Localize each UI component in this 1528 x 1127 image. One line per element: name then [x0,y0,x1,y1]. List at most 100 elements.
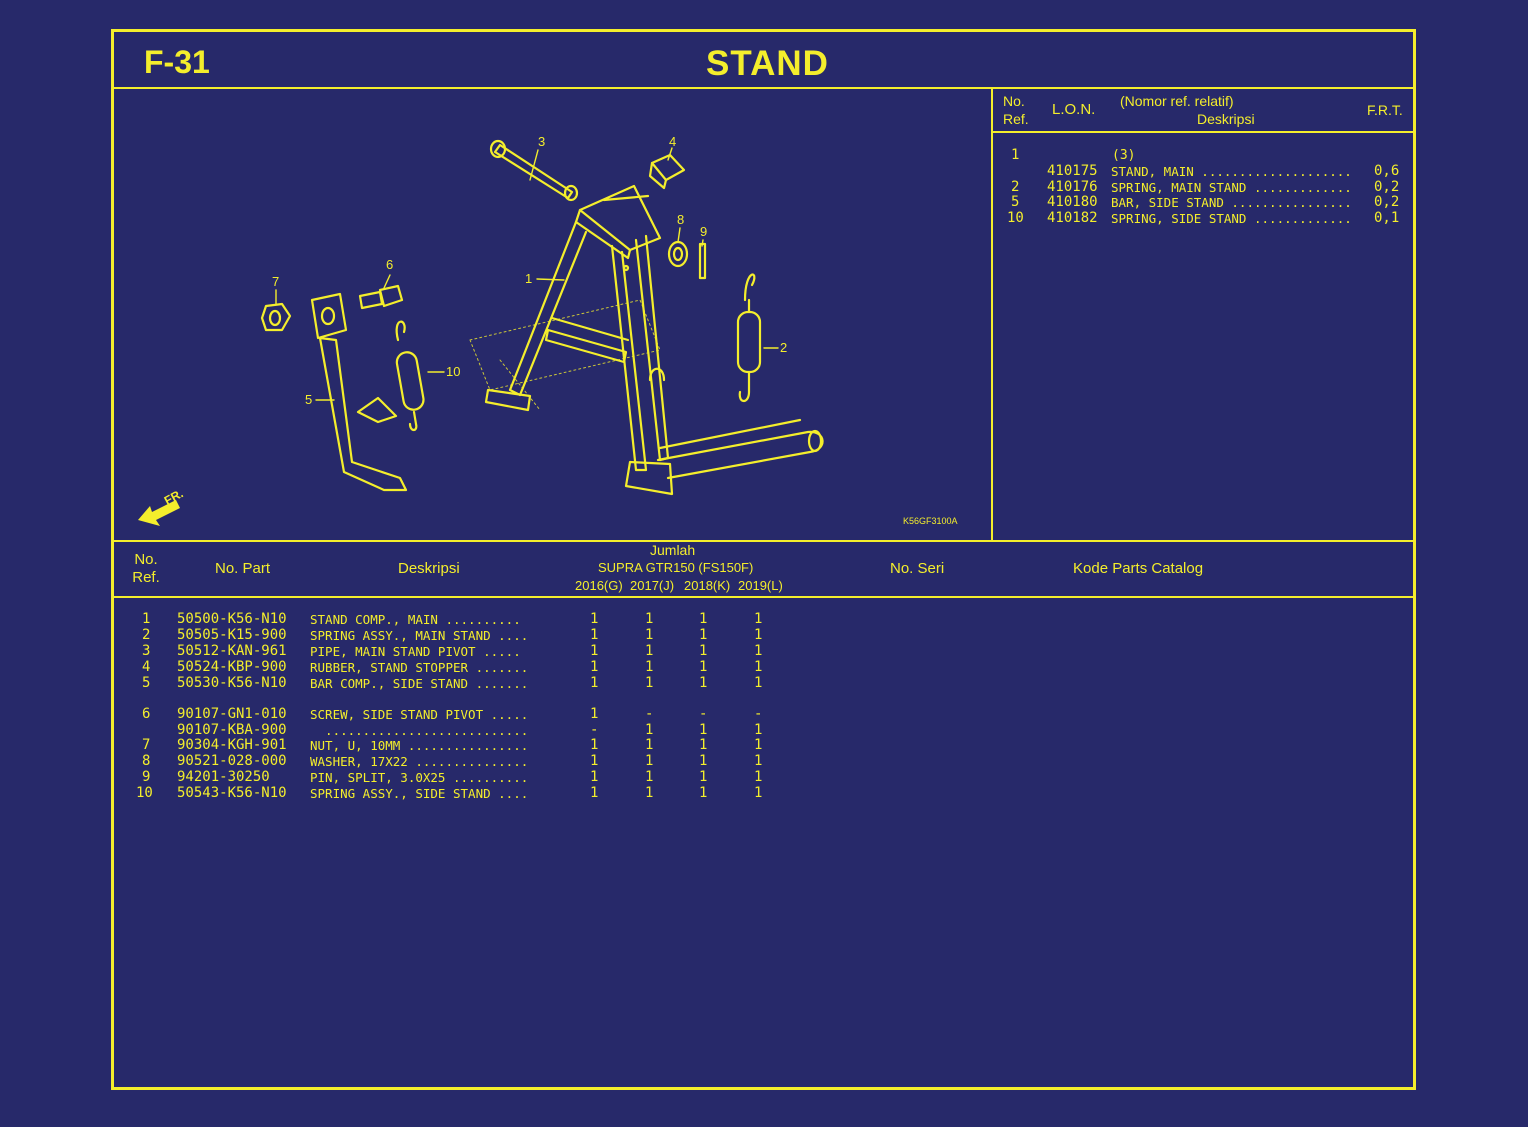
side-stand-drawing [310,292,408,492]
rubber-stopper-drawing [648,153,686,190]
lon-desc: STAND, MAIN .................... [1111,164,1352,179]
qty-2017: 1 [645,753,654,769]
part-ref: 1 [142,611,151,627]
part-desc: SPRING ASSY., MAIN STAND .... [310,628,529,643]
qty-2016: 1 [590,706,599,722]
lon-code: 410182 [1047,210,1098,226]
qty-2017: 1 [645,659,654,675]
qty-2018: - [699,706,708,722]
lon-frt: 0,6 [1374,163,1400,179]
callout-4: 4 [669,134,677,149]
parts-header-deskripsi: Deskripsi [398,560,460,577]
part-desc: PIPE, MAIN STAND PIVOT ..... [310,644,521,659]
qty-2018: 1 [699,611,708,627]
qty-2018: 1 [699,769,708,785]
qty-2017: 1 [645,643,654,659]
part-number: 50530-K56-N10 [177,675,287,691]
callout-10: 10 [446,364,461,379]
pivot-pipe-drawing [489,139,579,202]
part-number: 90521-028-000 [177,753,287,769]
parts-header-kode: Kode Parts Catalog [1073,560,1204,577]
parts-header-year: 2018(K) [684,578,731,593]
qty-2018: 1 [699,627,708,643]
qty-2019: 1 [754,785,763,801]
part-number: 50505-K15-900 [177,627,287,643]
qty-2018: 1 [699,785,708,801]
qty-2018: 1 [699,675,708,691]
diagram-divider [991,88,993,541]
part-desc: SCREW, SIDE STAND PIVOT ..... [310,707,529,722]
qty-2017: - [645,706,654,722]
qty-2019: 1 [754,769,763,785]
part-number: 50543-K56-N10 [177,785,287,801]
callout-9: 9 [700,224,708,239]
part-number: 90107-KBA-900 [177,722,287,738]
callout-2: 2 [780,340,788,355]
lon-ref: 5 [1011,194,1020,210]
lon-group-qty: (3) [1112,148,1136,163]
part-ref: 5 [142,675,151,691]
part-ref: 6 [142,706,151,722]
part-desc: PIN, SPLIT, 3.0X25 .......... [310,770,529,785]
lon-header-lon: L.O.N. [1052,101,1096,118]
parts-header-no-ref: No. Ref. [132,551,160,586]
lon-frt: 0,1 [1374,210,1400,226]
callout-1: 1 [525,271,533,286]
qty-2016: 1 [590,611,599,627]
qty-2019: 1 [754,627,763,643]
callout-7: 7 [272,274,280,289]
part-desc: WASHER, 17X22 ............... [310,754,529,769]
lon-code: 410175 [1047,163,1098,179]
qty-2019: 1 [754,659,763,675]
qty-2017: 1 [645,785,654,801]
part-ref: 10 [136,785,153,801]
qty-2018: 1 [699,659,708,675]
qty-2019: 1 [754,737,763,753]
part-desc: STAND COMP., MAIN .......... [310,612,521,627]
main-stand-drawing [484,184,824,496]
part-number: 90304-KGH-901 [177,737,287,753]
qty-2019: 1 [754,753,763,769]
lon-code: 410176 [1047,179,1098,195]
title-divider [113,87,1416,89]
qty-2019: 1 [754,722,763,738]
lon-header-deskripsi: Deskripsi [1197,111,1255,127]
part-desc: RUBBER, STAND STOPPER ....... [310,660,529,675]
main-spring-drawing [736,273,762,403]
qty-2017: 1 [645,611,654,627]
qty-2019: 1 [754,611,763,627]
figure-number: F-31 [144,44,210,80]
part-desc: BAR COMP., SIDE STAND ....... [310,676,529,691]
qty-2016: 1 [590,737,599,753]
part-ref: 7 [142,737,151,753]
qty-2016: 1 [590,769,599,785]
lon-code: 410180 [1047,194,1098,210]
lon-header-no-ref: No. Ref. [1003,93,1029,127]
lon-desc: SPRING, SIDE STAND ............. [1111,211,1352,226]
qty-2016: 1 [590,753,599,769]
lon-ref: 10 [1007,210,1024,226]
diagram-code: K56GF3100A [903,516,958,526]
qty-2016: 1 [590,659,599,675]
lon-desc: BAR, SIDE STAND ................ [1111,195,1352,210]
qty-2019: 1 [754,643,763,659]
nut-drawing [260,302,292,332]
qty-2016: 1 [590,643,599,659]
part-number: 50524-KBP-900 [177,659,287,675]
lon-header-nomor-ref: (Nomor ref. relatif) [1120,93,1234,109]
qty-2019: - [754,706,763,722]
parts-header-divider [113,596,1416,598]
parts-header-no-part: No. Part [215,560,271,577]
part-number: 50512-KAN-961 [177,643,287,659]
part-ref: 8 [142,753,151,769]
parts-header-year: 2016(G) [575,578,623,593]
catalog-frame [111,29,1416,1090]
qty-2017: 1 [645,769,654,785]
qty-2016: 1 [590,675,599,691]
diagram-bottom-divider [113,540,1416,542]
part-number: 94201-30250 [177,769,270,785]
qty-2017: 1 [645,675,654,691]
qty-2016: - [590,722,599,738]
parts-header-year: 2017(J) [630,578,675,593]
